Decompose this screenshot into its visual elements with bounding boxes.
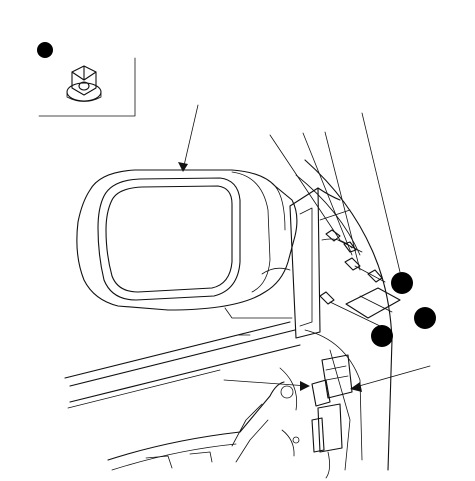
flange-nut-icon: [66, 65, 102, 102]
leader-mirror-arrowhead: [178, 162, 188, 172]
inset-frame: [38, 57, 136, 117]
leader-mirror: [182, 104, 199, 171]
marker-lower: [371, 325, 393, 347]
leader-lines: [269, 112, 401, 273]
wiring-harness: [237, 334, 353, 479]
mirror-glass: [105, 185, 233, 293]
door-panel: [64, 187, 353, 409]
marker-far-right: [414, 307, 436, 329]
marker-upper-right: [391, 272, 413, 294]
flange-nut-inset: [37, 42, 136, 117]
fasteners: [319, 229, 401, 327]
lower-trim: [107, 381, 300, 471]
inset-marker: [37, 42, 53, 58]
connector-arrows: [223, 365, 431, 392]
door-frame: [295, 159, 393, 471]
mirror-assembly: [76, 169, 298, 319]
